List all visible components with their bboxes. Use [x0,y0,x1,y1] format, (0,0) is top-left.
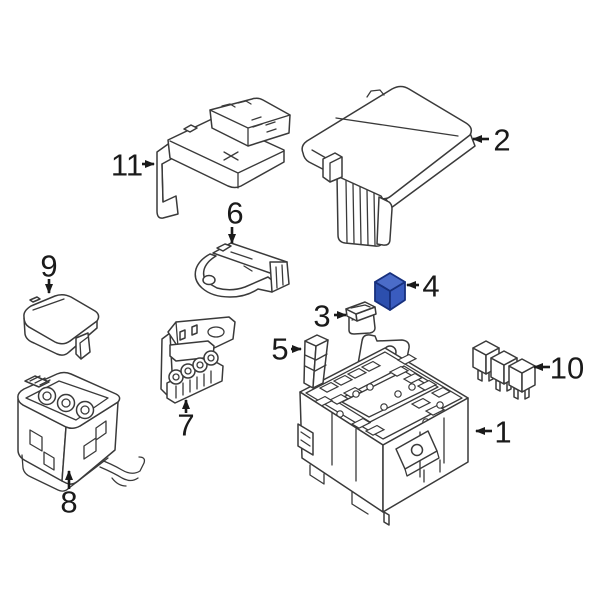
callout-5[interactable]: 5 [271,332,302,367]
part-8-auxiliary-fuse-box-icon [17,371,146,492]
callout-8[interactable]: 8 [60,470,78,520]
callout-6[interactable]: 6 [226,196,244,244]
part-2-upper-cover-icon [301,85,476,247]
part-9-label[interactable]: 9 [40,249,57,284]
part-9-auxiliary-box-cover-icon [23,293,100,360]
part-1-main-fuse-relay-box-icon [297,334,469,526]
callout-9[interactable]: 9 [40,249,58,294]
part-10-micro-relay-set-icon [472,340,536,400]
callout-11[interactable]: 11 [111,148,155,183]
callout-7[interactable]: 7 [177,399,195,443]
part-2-label[interactable]: 2 [493,123,510,158]
part-3-label[interactable]: 3 [313,299,330,334]
callout-4[interactable]: 4 [406,269,440,304]
part-10-label[interactable]: 10 [550,351,584,386]
part-11-label[interactable]: 11 [111,148,143,183]
part-4-relay-icon [374,272,406,311]
part-7-label[interactable]: 7 [177,408,194,443]
callout-3[interactable]: 3 [313,299,347,334]
part-6-mounting-bracket-icon [194,242,290,298]
part-5-label[interactable]: 5 [271,332,288,367]
part-5-fusible-link-icon [303,334,329,389]
part-11-fuse-box-side-cover-icon [156,97,291,219]
part-8-label[interactable]: 8 [60,485,77,520]
part-1-label[interactable]: 1 [494,415,511,450]
part-7-side-bracket-icon [160,316,236,404]
part-4-label[interactable]: 4 [422,269,439,304]
callout-1[interactable]: 1 [475,415,512,450]
callout-2[interactable]: 2 [472,123,511,158]
callout-10[interactable]: 10 [533,351,584,386]
part-6-label[interactable]: 6 [226,196,243,231]
part-3-mini-fuse-icon [345,301,377,335]
